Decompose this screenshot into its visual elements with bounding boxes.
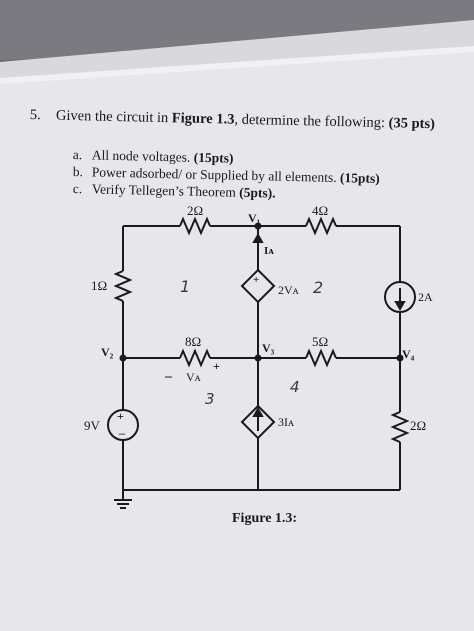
resistor-4ohm-zigzag (305, 216, 337, 236)
circuit-diagram (107, 216, 416, 509)
ia-arrow-head (252, 232, 264, 243)
node-dot-v1 (254, 222, 262, 230)
paper-edge (0, 46, 474, 84)
item-a-text: All node voltages. (91, 147, 194, 165)
current-source-arrow-head (394, 301, 406, 312)
resistor-1ohm-zigzag (113, 270, 133, 302)
dep-current-arrow-head (252, 406, 264, 417)
label-dep-voltage: 2Vᴀ (278, 283, 300, 297)
node-dot-v4 (396, 354, 404, 362)
label-va: Vᴀ (186, 370, 202, 384)
label-node-v1: V₁ (248, 211, 261, 225)
label-r-mid-left: 8Ω (185, 334, 201, 349)
label-va-plus: + (213, 359, 220, 373)
label-r-top-left: 2Ω (187, 203, 203, 218)
label-node-v2: V₂ (101, 345, 114, 359)
item-a-letter: a. (72, 147, 83, 163)
resistor-2ohm-zigzag (179, 216, 211, 236)
problem-rest: , determine the following: (234, 111, 389, 132)
item-a-points: (15pts) (193, 149, 234, 166)
node-dot-v2 (119, 354, 127, 362)
label-vs-minus: – (118, 426, 126, 440)
resistor-2ohm-right-zigzag (390, 411, 410, 443)
label-node-v4: V₄ (402, 347, 415, 361)
handwritten-mark-3: 3 (205, 390, 215, 408)
label-dep-voltage-plus: + (253, 274, 259, 286)
label-node-v3: V₃ (262, 341, 275, 355)
label-r-top-right: 4Ω (312, 203, 328, 218)
problem-number: 5. (29, 107, 41, 124)
item-c-points: (5pts). (239, 184, 276, 201)
resistor-5ohm-zigzag (305, 348, 337, 368)
item-b-points: (15pts) (339, 170, 380, 186)
problem-intro: Given the circuit in (55, 107, 173, 127)
handwritten-mark-1: 1 (180, 277, 190, 296)
voltage-source-9v (107, 409, 139, 441)
handwritten-mark-4: 4 (290, 378, 300, 396)
dependent-voltage-source (240, 268, 276, 304)
label-current-source: 2A (418, 290, 433, 304)
label-r-mid-right: 5Ω (312, 334, 328, 349)
item-c-text: Verify Tellegen’s Theorem (91, 181, 240, 200)
item-c-letter: c. (72, 181, 83, 197)
label-ia: Iᴀ (264, 245, 274, 257)
figure-caption: Figure 1.3: (232, 511, 298, 526)
label-r-left: 1Ω (91, 278, 107, 293)
label-vs-plus: + (117, 409, 124, 423)
handwritten-mark-2: 2 (313, 278, 323, 297)
item-b-letter: b. (72, 164, 84, 180)
problem-figure-ref: Figure 1.3 (171, 110, 235, 128)
resistor-8ohm-zigzag (179, 348, 211, 368)
label-voltage-source: 9V (84, 418, 101, 433)
problem-points: (35 pts) (388, 115, 436, 133)
label-dep-current: 3Iᴀ (278, 415, 295, 429)
label-r-right-bottom: 2Ω (410, 418, 426, 433)
node-dot-v3 (254, 354, 262, 362)
paper-sheet (0, 46, 474, 631)
label-va-minus: – (164, 369, 173, 384)
